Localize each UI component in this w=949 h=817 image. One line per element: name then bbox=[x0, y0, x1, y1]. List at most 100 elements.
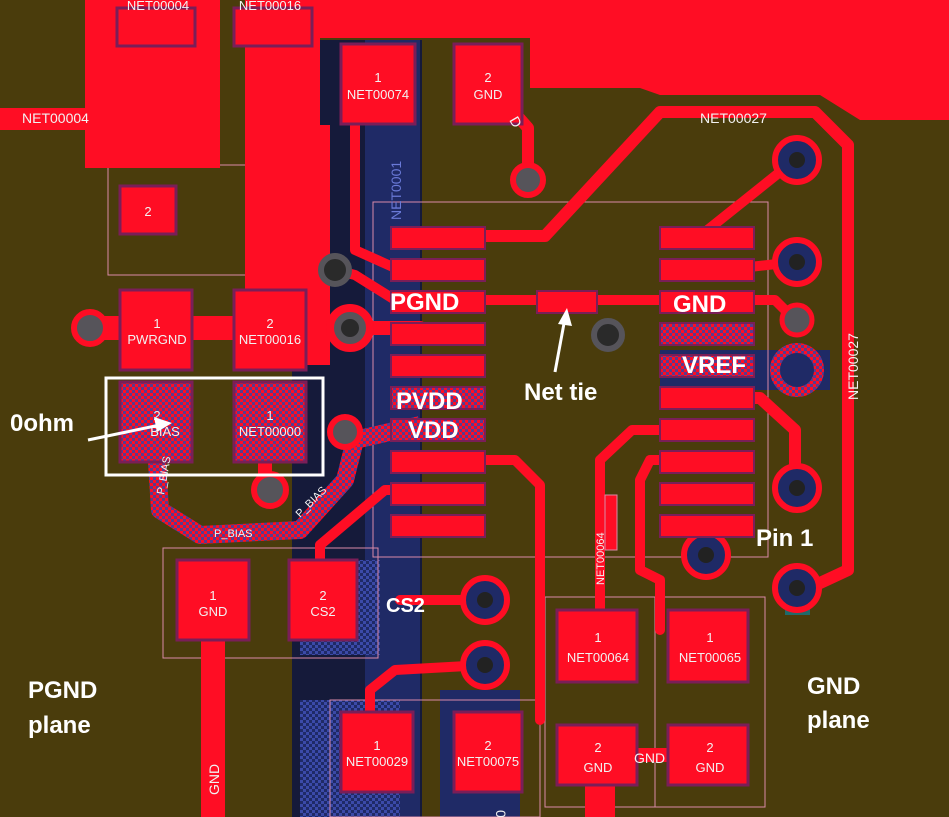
via bbox=[779, 302, 815, 338]
net-label: P_BIAS bbox=[214, 528, 253, 540]
ic-pin bbox=[390, 290, 486, 314]
net-label: NET00027 bbox=[845, 333, 861, 400]
pad-label: 1 bbox=[706, 630, 713, 645]
gnd-plane-label: plane bbox=[807, 707, 870, 734]
via bbox=[591, 318, 625, 352]
net-label: GND bbox=[634, 750, 665, 766]
zero-ohm-annotation: 0ohm bbox=[10, 410, 74, 437]
ic-pin bbox=[659, 450, 755, 474]
pad-label: 1 bbox=[153, 316, 160, 331]
vdd-annotation: VDD bbox=[408, 417, 459, 444]
via bbox=[327, 414, 363, 450]
gnd-plane-label: GND bbox=[807, 673, 860, 700]
ic-pin bbox=[390, 418, 486, 442]
via bbox=[251, 471, 289, 509]
pad-label: 2 bbox=[319, 588, 326, 603]
ic-pin bbox=[390, 258, 486, 282]
pad-label: GND bbox=[696, 760, 725, 775]
ic-right-pins bbox=[659, 226, 755, 538]
via bbox=[510, 162, 546, 198]
via bbox=[772, 237, 822, 287]
net-label: 00 bbox=[493, 810, 509, 817]
pad-label: NET00065 bbox=[679, 650, 741, 665]
vref-annotation: VREF bbox=[682, 352, 746, 379]
annotations: PGND GND VREF PVDD VDD Net tie 0ohm CS2 … bbox=[10, 289, 870, 739]
via bbox=[770, 343, 824, 397]
pvdd-annotation: PVDD bbox=[396, 388, 463, 415]
pad-label: GND bbox=[199, 604, 228, 619]
pad-label: NET00064 bbox=[567, 650, 629, 665]
pad-label: 2 bbox=[484, 70, 491, 85]
zero-ohm-arrow bbox=[87, 417, 172, 442]
ic-left-pins bbox=[390, 226, 486, 538]
net-label: NET0001 bbox=[388, 161, 404, 220]
ic-pin bbox=[659, 322, 755, 346]
ic-pin bbox=[390, 514, 486, 538]
ic-pin bbox=[390, 450, 486, 474]
pad-label: 2 bbox=[153, 408, 160, 423]
ic-pin bbox=[659, 354, 755, 378]
pad-label: 2 bbox=[484, 738, 491, 753]
small-pads bbox=[115, 6, 618, 551]
pad-label: 1 bbox=[209, 588, 216, 603]
pad-label: NET00016 bbox=[239, 332, 301, 347]
ic-pin bbox=[390, 322, 486, 346]
pad-label: NET00075 bbox=[457, 754, 519, 769]
net-label: NET00027 bbox=[700, 110, 767, 126]
via bbox=[326, 304, 374, 352]
pad-label: NET00029 bbox=[346, 754, 408, 769]
ic-pin bbox=[390, 386, 486, 410]
via bbox=[772, 563, 822, 613]
pad-label: 2 bbox=[266, 316, 273, 331]
via bbox=[318, 253, 352, 287]
pad-label: 1 bbox=[374, 70, 381, 85]
pgnd-plane-label: plane bbox=[28, 712, 91, 739]
ic-pin bbox=[659, 226, 755, 250]
ic-pin bbox=[659, 386, 755, 410]
ic-pin bbox=[659, 514, 755, 538]
pad-label: 2 bbox=[144, 204, 151, 219]
via bbox=[460, 640, 510, 690]
pad-label: 1 bbox=[373, 738, 380, 753]
zero-ohm-highlight-box bbox=[104, 376, 325, 477]
pad-label: NET00000 bbox=[239, 424, 301, 439]
gnd-annotation: GND bbox=[673, 291, 726, 318]
ic-pin bbox=[659, 418, 755, 442]
pad-label: NET00016 bbox=[239, 0, 301, 13]
pad-label: GND bbox=[584, 760, 613, 775]
net-label: NET00004 bbox=[22, 110, 89, 126]
pin1-annotation: Pin 1 bbox=[756, 525, 813, 552]
pad-label: GND bbox=[474, 87, 503, 102]
pad-label: 1 bbox=[266, 408, 273, 423]
traces bbox=[78, 70, 854, 817]
pad-label: CS2 bbox=[310, 604, 335, 619]
net-tie-arrow bbox=[553, 308, 572, 373]
pgnd-plane-label: PGND bbox=[28, 677, 97, 704]
via bbox=[772, 463, 822, 513]
ic-pin bbox=[659, 482, 755, 506]
ic-pin bbox=[659, 258, 755, 282]
pad-label: PWRGND bbox=[127, 332, 186, 347]
pad-label: 1 bbox=[594, 630, 601, 645]
ic-pin bbox=[390, 354, 486, 378]
ic-pin bbox=[659, 290, 755, 314]
pad-label: 2 bbox=[706, 740, 713, 755]
via bbox=[71, 309, 109, 347]
pgnd-annotation: PGND bbox=[390, 289, 459, 316]
component-pads bbox=[118, 42, 750, 794]
pad-label: NET00074 bbox=[347, 87, 409, 102]
net-label: NET00064 bbox=[595, 532, 607, 585]
net-tie-annotation: Net tie bbox=[524, 379, 597, 406]
pad-label: 2 bbox=[594, 740, 601, 755]
via bbox=[460, 575, 510, 625]
via bbox=[772, 135, 822, 185]
vias bbox=[71, 135, 824, 690]
annotation-arrows bbox=[87, 308, 572, 442]
net-label: GND bbox=[206, 764, 222, 795]
ic-pin bbox=[390, 226, 486, 250]
ic-pin bbox=[390, 482, 486, 506]
via bbox=[681, 530, 731, 580]
cs2-annotation: CS2 bbox=[386, 595, 425, 617]
